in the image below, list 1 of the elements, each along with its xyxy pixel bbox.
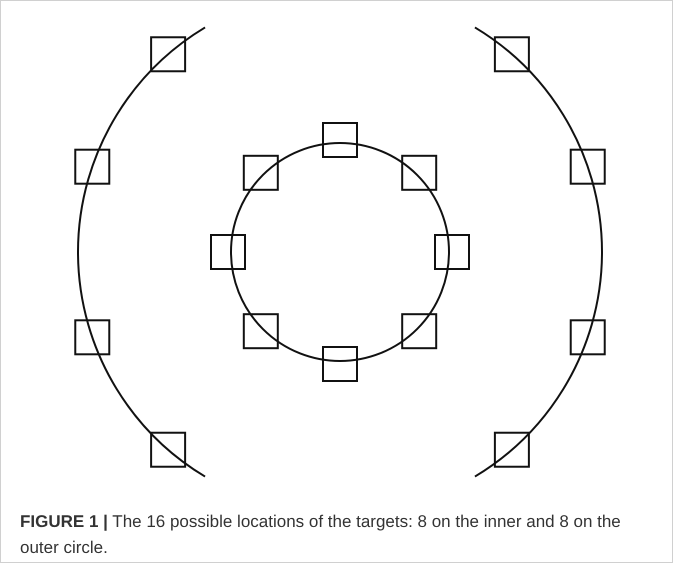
figure-caption: FIGURE 1 | The 16 possible locations of the targets: 8 on the inner and 8 on the outer circle. <box>20 511 622 559</box>
